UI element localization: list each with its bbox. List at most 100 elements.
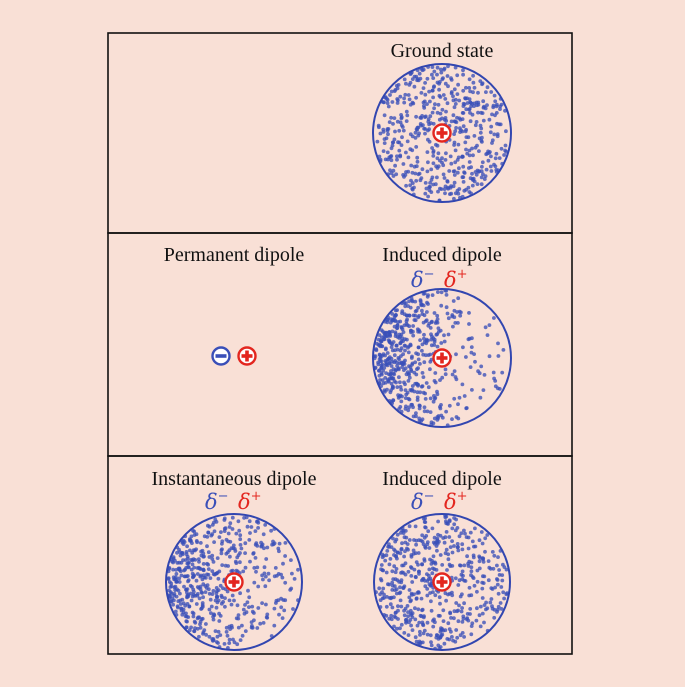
electron-dot (239, 546, 244, 551)
electron-dot (393, 163, 397, 168)
electron-dot (493, 113, 497, 118)
electron-dot (504, 567, 509, 572)
electron-dot (473, 526, 477, 531)
electron-dot (458, 633, 463, 638)
electron-dot (250, 624, 254, 628)
electron-dot (420, 167, 425, 172)
electron-dot (499, 585, 504, 589)
electron-dot (468, 89, 472, 94)
electron-dot (460, 175, 465, 180)
electron-dot (417, 314, 421, 318)
electron-dot (484, 600, 488, 605)
electron-dot (394, 172, 399, 177)
electron-dot (439, 341, 444, 345)
electron-dot (391, 371, 396, 376)
electron-dot (393, 588, 397, 592)
electron-dot (250, 604, 255, 609)
electron-dot (405, 604, 410, 608)
electron-dot (455, 73, 460, 78)
electron-dot (181, 558, 185, 563)
electron-dot (492, 162, 496, 167)
electron-dot (404, 170, 408, 174)
electron-dot (412, 389, 417, 394)
electron-dot (217, 535, 222, 539)
electron-dot (464, 535, 469, 539)
electron-dot (456, 142, 461, 147)
electron-dot (413, 136, 418, 140)
electron-dot (480, 81, 485, 86)
electron-dot (223, 604, 227, 609)
electron-dot (389, 89, 394, 94)
electron-dot (467, 322, 471, 326)
electron-dot (418, 390, 423, 395)
electron-dot (400, 365, 405, 369)
electron-dot (440, 116, 444, 121)
electron-dot (166, 576, 171, 580)
electron-dot (396, 604, 400, 608)
electron-dot (233, 549, 238, 553)
electron-dot (378, 343, 382, 347)
electron-dot (246, 588, 250, 593)
partial-charges-3: δ− δ+ (411, 489, 468, 514)
electron-dot (185, 602, 190, 606)
electron-dot (501, 348, 506, 352)
electron-dot (445, 179, 450, 184)
electron-dot (386, 104, 391, 109)
electron-dot (414, 351, 418, 356)
electron-dot (438, 111, 443, 116)
electron-dot (392, 595, 396, 600)
electron-dot (275, 573, 279, 578)
electron-dot (243, 551, 248, 555)
electron-dot (470, 183, 475, 188)
electron-dot (455, 188, 460, 193)
electron-dot (425, 579, 430, 583)
electron-dot (431, 149, 436, 153)
electron-dot (254, 541, 259, 546)
electron-dot (434, 633, 439, 637)
electron-dot (428, 114, 433, 119)
electron-dot (484, 167, 489, 172)
electron-dot (479, 110, 483, 115)
electron-dot (424, 534, 429, 538)
minus-circle-icon (211, 346, 231, 366)
electron-dot (421, 292, 426, 296)
electron-dot (403, 344, 408, 348)
electron-dot (446, 84, 450, 89)
electron-dot (414, 414, 418, 419)
electron-dot (454, 377, 459, 382)
electron-dot (461, 88, 466, 93)
electron-dot (428, 410, 433, 414)
instantaneous-dipole-title: Instantaneous dipole (152, 468, 317, 490)
electron-dot (441, 619, 446, 623)
electron-dot (390, 318, 395, 323)
electron-dot (389, 381, 394, 386)
electron-dot (247, 519, 252, 524)
delta-minus-text: δ (205, 490, 218, 514)
electron-dot (197, 615, 202, 620)
electron-dot (452, 143, 456, 147)
electron-dot (401, 330, 406, 334)
electron-dot (412, 567, 417, 572)
electron-dot (214, 591, 219, 596)
electron-dot (477, 559, 482, 564)
electron-dot (283, 541, 288, 545)
electron-dot (417, 131, 421, 136)
electron-dot (428, 557, 432, 562)
electron-dot (423, 81, 427, 85)
electron-dot (444, 109, 448, 114)
electron-dot (464, 85, 468, 90)
electron-dot (496, 354, 501, 358)
electron-dot (229, 602, 234, 607)
electron-dot (417, 538, 421, 542)
electron-dot (461, 164, 466, 169)
electron-dot (291, 607, 295, 611)
electron-dot (391, 398, 396, 403)
electron-dot (423, 191, 428, 196)
electron-dot (230, 515, 235, 520)
atom-boundary (372, 288, 512, 428)
electron-dot (193, 620, 198, 625)
electron-dot (443, 367, 448, 372)
electron-dot (201, 573, 206, 578)
electron-dot (433, 102, 437, 107)
electron-dot (210, 523, 215, 527)
